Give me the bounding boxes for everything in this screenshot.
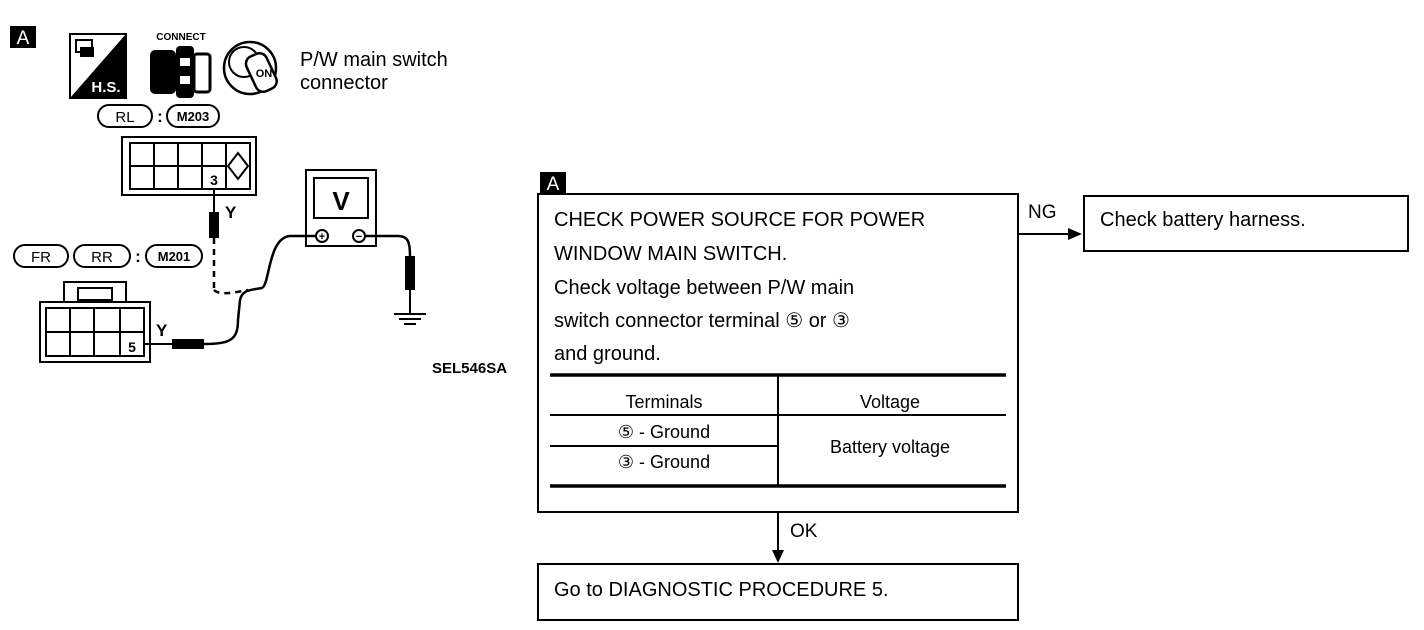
rr-oval [73,244,131,268]
ng-arrow-head [1068,228,1082,240]
probe-terminal-3 [209,189,249,295]
ignition-on-icon: ON [222,40,278,96]
probe-terminal-5 [144,286,263,349]
connector-title-line2: connector [300,72,388,94]
hs-label: H.S. [91,79,120,96]
ok-result-text: Go to DIAGNOSTIC PROCEDURE 5. [554,579,889,601]
table-header-voltage: Voltage [860,392,920,412]
ng-result-box [1083,195,1409,252]
check-line-3: Check voltage between P/W main [554,277,854,299]
positive-lead [261,234,316,290]
negative-lead [365,234,412,257]
ground-symbol [394,290,426,325]
on-label: ON [256,68,273,80]
voltage-table [550,373,1006,488]
minus-sign: − [356,231,362,243]
table-row-terminal-5: ⑤ - Ground [618,422,710,442]
terminal-3: 3 [210,172,218,188]
ok-result-box [537,563,1019,621]
figure-code: SEL546SA [432,360,507,377]
wire-color-y-bottom: Y [156,321,168,340]
m203-label: M203 [177,109,210,124]
check-line-4: switch connector terminal ⑤ or ③ [554,310,850,332]
ok-arrow-head [772,550,784,563]
harness-side-icon: H.S. [69,33,127,99]
check-line-5: and ground. [554,343,661,365]
fr-oval [13,244,69,268]
terminal-5: 5 [128,339,136,355]
colon-2: : [135,247,141,266]
m201-label: M201 [158,249,191,264]
label-a-right: A [547,174,560,195]
table-row-terminal-3: ③ - Ground [618,452,710,472]
ng-label: NG [1028,202,1057,223]
connect-label: CONNECT [156,32,205,43]
check-line-2: WINDOW MAIN SWITCH. [554,243,787,265]
connector-m201 [39,281,151,363]
plus-sign: + [319,231,325,243]
connector-title-line1: P/W main switch [300,49,448,71]
table-voltage-value: Battery voltage [830,437,950,457]
negative-probe [405,256,415,290]
label-a-badge-left [10,26,36,48]
voltmeter: V + − [305,169,377,247]
rr-label: RR [91,249,113,266]
m203-oval [166,104,220,128]
ng-result-text: Check battery harness. [1100,209,1306,231]
connector-m203 [121,136,257,196]
fr-label: FR [31,249,51,266]
connect-icon: CONNECT [150,32,212,98]
table-header-terminals: Terminals [625,392,702,412]
colon-1: : [157,107,163,126]
ok-label: OK [790,521,818,542]
wire-color-y-top: Y [225,203,237,222]
m201-oval [145,244,203,268]
rl-oval [97,104,153,128]
check-line-1: CHECK POWER SOURCE FOR POWER [554,209,925,231]
label-a-badge-right [540,172,566,194]
rl-label: RL [115,109,134,126]
voltmeter-label: V [332,186,350,216]
label-a-left: A [17,28,30,49]
